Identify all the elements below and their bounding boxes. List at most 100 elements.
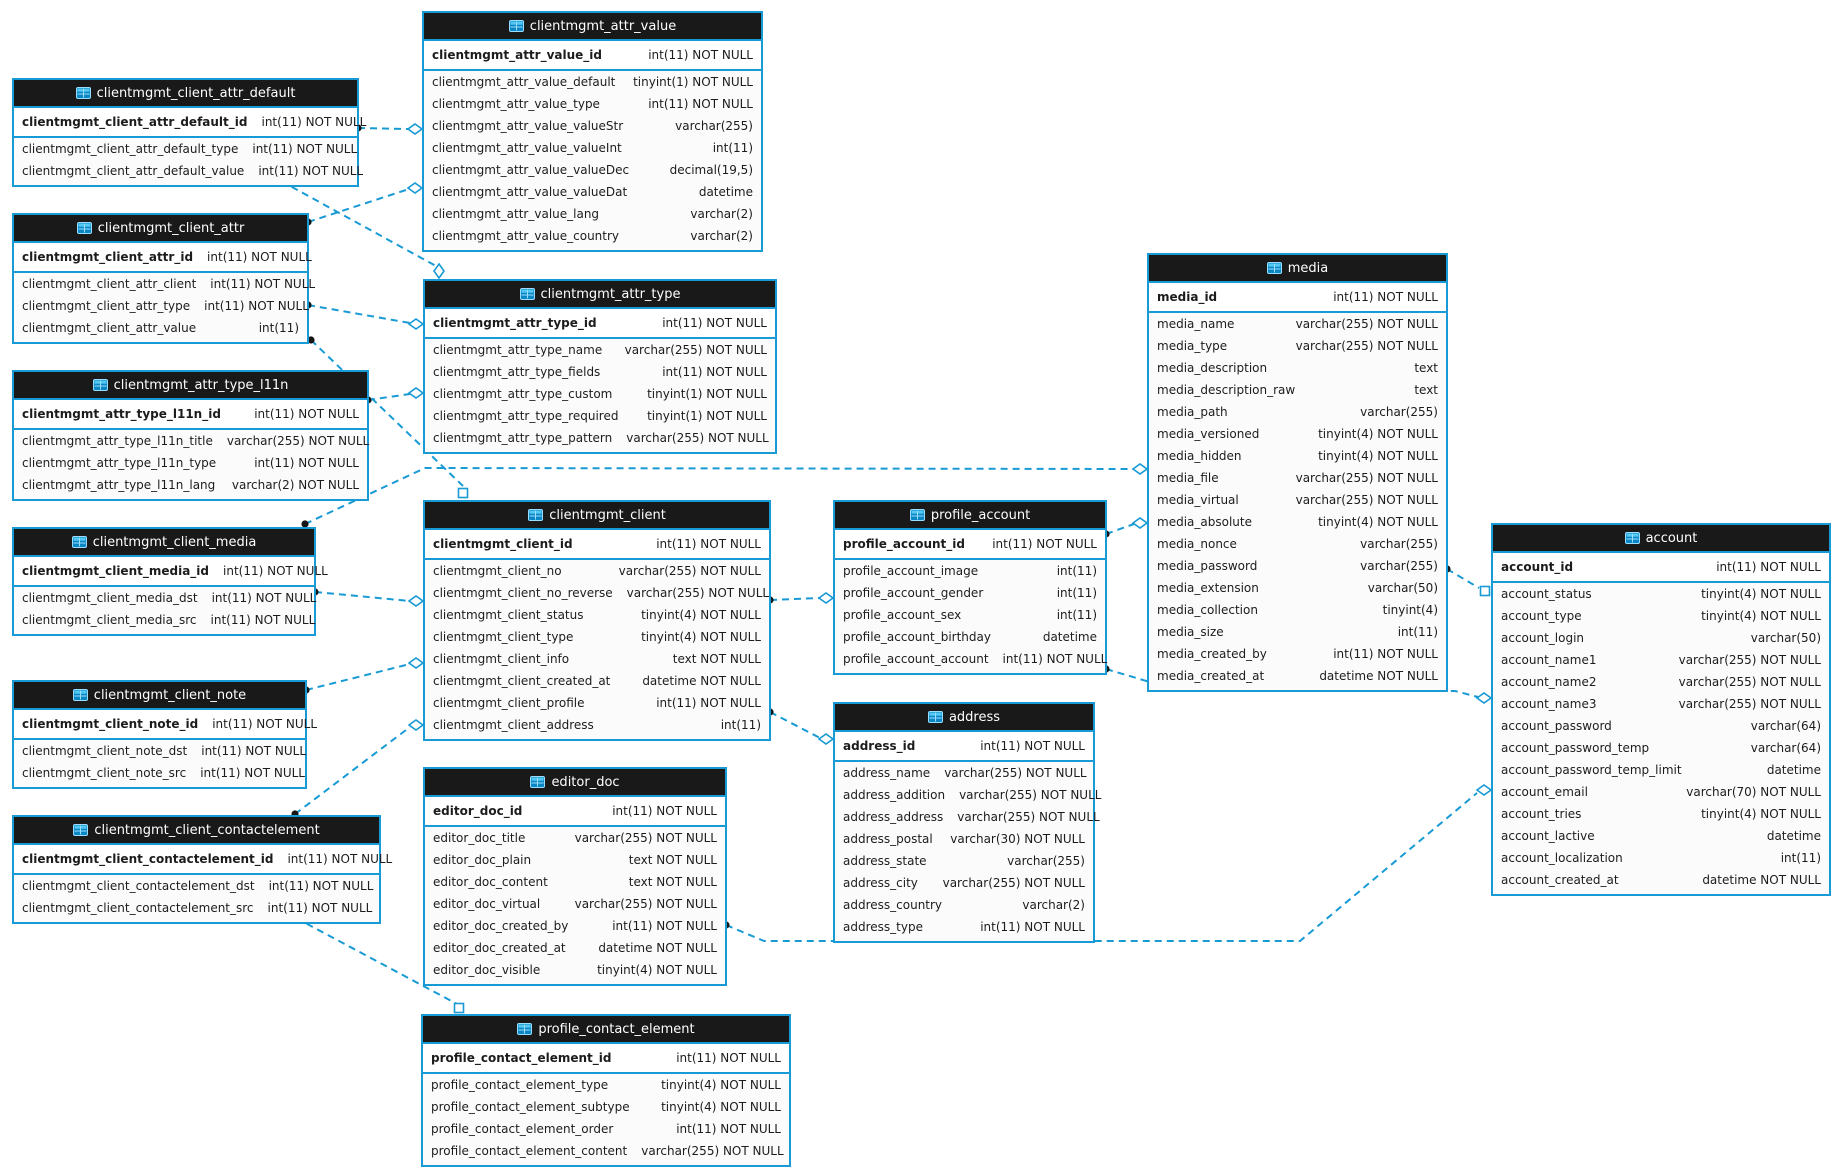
table-header[interactable]: account [1493, 525, 1829, 553]
relationship-clientmgmt_client_media-media[interactable] [301, 463, 1149, 528]
table-header[interactable]: clientmgmt_client [425, 502, 769, 530]
relationship-clientmgmt_client-profile_account[interactable] [766, 592, 835, 604]
table-header[interactable]: clientmgmt_client_contactelement [14, 817, 379, 845]
relationship-clientmgmt_client_note-clientmgmt_client[interactable] [302, 657, 425, 694]
relationship-clientmgmt_attr_type_l11n-clientmgmt_attr_type[interactable] [364, 387, 425, 404]
relationship-clientmgmt_client_attr-clientmgmt_client[interactable] [307, 336, 469, 499]
relationship-clientmgmt_client_attr-clientmgmt_attr_value[interactable] [304, 182, 424, 226]
relationship-clientmgmt_client_media-clientmgmt_client[interactable] [311, 588, 425, 607]
table-header[interactable]: clientmgmt_client_attr [14, 215, 307, 243]
relationship-clientmgmt_client_attr-clientmgmt_attr_type[interactable] [304, 301, 425, 330]
relationship-clientmgmt_client-address[interactable] [766, 708, 835, 745]
relationship-clientmgmt_client_contactelement-clientmgmt_client[interactable] [291, 719, 425, 818]
relationship-profile_account-media[interactable] [1102, 517, 1149, 538]
table-header[interactable]: clientmgmt_client_media [14, 529, 314, 557]
table-header[interactable]: editor_doc [425, 769, 725, 797]
